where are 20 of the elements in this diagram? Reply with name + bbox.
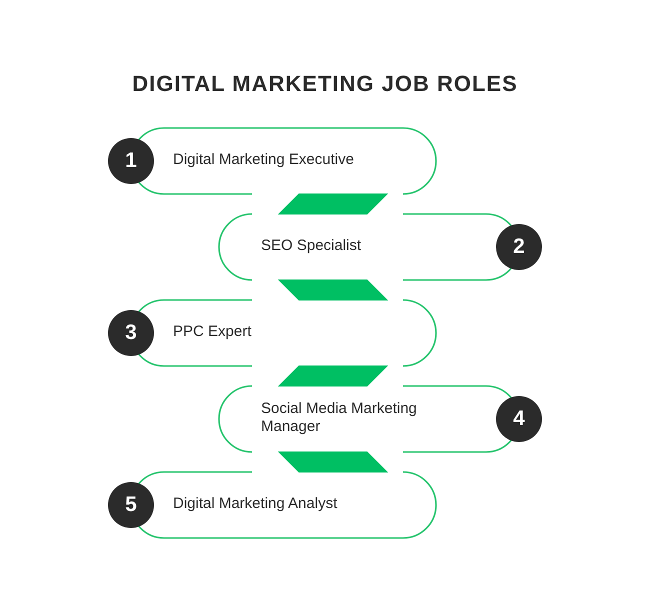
step-band	[219, 386, 542, 452]
step-band	[108, 300, 436, 366]
step-band	[108, 472, 436, 538]
step-band	[108, 128, 436, 194]
connector-bar	[278, 366, 388, 386]
connector-bar	[278, 452, 388, 472]
diagram-title: DIGITAL MARKETING JOB ROLES	[132, 70, 518, 98]
step-number: 5	[108, 482, 154, 528]
step-number: 4	[496, 396, 542, 442]
connector-bar	[278, 194, 388, 214]
connector-bar	[278, 280, 388, 300]
step-label: PPC Expert	[173, 323, 252, 341]
step-label: Digital Marketing Executive	[173, 151, 355, 169]
step-label: Social Media Marketing Manager	[261, 400, 418, 436]
step-number: 1	[108, 138, 154, 184]
step-band	[219, 214, 542, 280]
step-number: 2	[496, 224, 542, 270]
step-label: Digital Marketing Analyst	[173, 495, 338, 513]
step-number: 3	[108, 310, 154, 356]
step-label: SEO Specialist	[261, 237, 362, 255]
